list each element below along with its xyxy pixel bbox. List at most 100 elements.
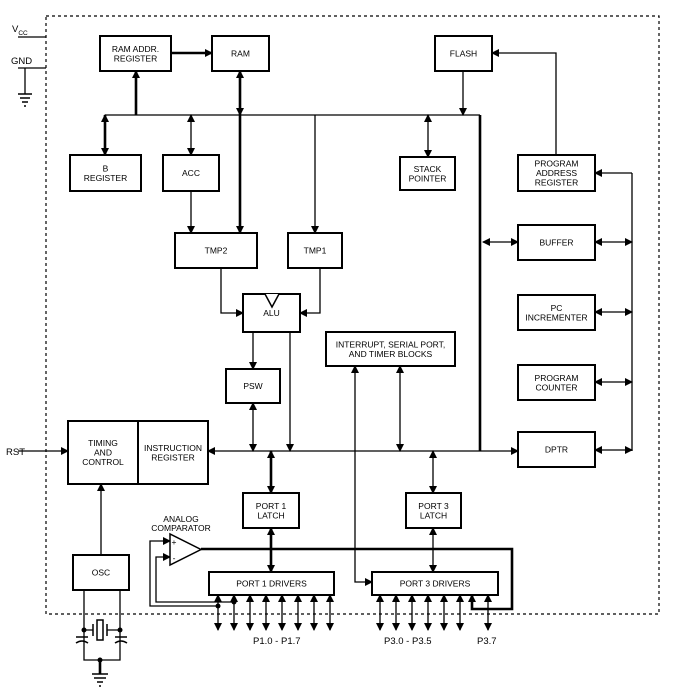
program-address-register-label: REGISTER: [535, 178, 578, 188]
port3-latch-label: PORT 3: [418, 501, 449, 511]
interrupt-serial-timer-box: [325, 331, 456, 367]
analog-comparator: + -: [169, 532, 203, 567]
ram-box: [211, 35, 270, 72]
interrupt-serial-timer-block: INTERRUPT, SERIAL PORT,AND TIMER BLOCKS: [325, 331, 456, 367]
b-register-label: B: [103, 163, 109, 173]
comparator-plus-wire: [149, 537, 218, 607]
pc-incrementer-label: INCREMENTER: [525, 312, 587, 322]
ram-block: RAM: [211, 35, 270, 72]
junction-dot: [117, 627, 123, 633]
port3-drivers-block: PORT 3 DRIVERS: [371, 571, 499, 596]
osc-label: OSC: [92, 568, 110, 578]
buffer-box: [517, 224, 596, 261]
timing-and-control-label: CONTROL: [82, 457, 124, 467]
crystal-icon: [92, 619, 108, 641]
alu-label: ALU: [263, 308, 280, 318]
alu-block: ALU: [242, 293, 301, 333]
tmp2-box: [174, 232, 258, 269]
comparator-label-line2: COMPARATOR: [151, 523, 211, 533]
flash-label: FLASH: [450, 49, 477, 59]
instruction-register-label: INSTRUCTION: [144, 443, 202, 453]
port1-latch-label: PORT 1: [256, 501, 287, 511]
comparator-minus: -: [173, 553, 176, 563]
p37-label: P3.7: [477, 636, 497, 647]
port3-latch-label: LATCH: [420, 510, 447, 520]
tmp2-block: TMP2: [174, 232, 258, 269]
port1-drivers-label: PORT 1 DRIVERS: [236, 579, 307, 589]
psw-box: [225, 368, 281, 404]
program-counter-box: [517, 364, 596, 401]
osc-box: [72, 554, 130, 591]
comparator-minus-wire: [155, 553, 234, 603]
par-to-flash: [491, 49, 557, 155]
ram-label: RAM: [231, 49, 250, 59]
acc-block: ACC: [162, 154, 220, 192]
acc-box: [162, 154, 220, 192]
junction-dot: [215, 603, 221, 609]
timing-and-control-label: AND: [94, 448, 112, 458]
crystal-ground-icon: [92, 673, 108, 687]
program-address-register-label: PROGRAM: [535, 159, 579, 169]
port3-latch-box: [405, 492, 462, 529]
pc-incrementer-label: PC: [551, 303, 563, 313]
interrupt-serial-timer-label: AND TIMER BLOCKS: [349, 349, 433, 359]
osc-block: OSC: [72, 554, 130, 591]
ram-addr-register-box: [99, 35, 172, 72]
acc-label: ACC: [182, 168, 200, 178]
dptr-block: DPTR: [517, 431, 596, 468]
instruction-register-box: [137, 420, 209, 485]
flash-box: [434, 35, 493, 72]
ram-addr-register-label: REGISTER: [114, 53, 157, 63]
program-address-register-label: ADDRESS: [536, 168, 577, 178]
comparator-plus: +: [172, 537, 177, 547]
timing-and-control-label: TIMING: [88, 438, 118, 448]
comparator-label-line1: ANALOG: [163, 514, 198, 524]
instruction-register-label: REGISTER: [151, 452, 194, 462]
comparator-output: [201, 547, 514, 611]
stack-pointer-label: POINTER: [409, 173, 447, 183]
tmp2-label: TMP2: [205, 246, 228, 256]
stack-pointer-label: STACK: [414, 164, 442, 174]
port3-pins-label: P3.0 - P3.5: [384, 636, 432, 647]
port1-latch-box: [242, 492, 300, 529]
psw-block: PSW: [225, 368, 281, 404]
program-counter-label: PROGRAM: [535, 373, 579, 383]
port1-drivers-box: [208, 571, 335, 596]
program-address-register-box: [517, 154, 596, 192]
port1-pins-label: P1.0 - P1.7: [253, 636, 301, 647]
tmp1-block: TMP1: [287, 232, 343, 269]
int-to-port3: [351, 365, 373, 586]
port3-drivers-label: PORT 3 DRIVERS: [400, 579, 471, 589]
gnd-label: GND: [11, 56, 32, 67]
port1-drivers-block: PORT 1 DRIVERS: [208, 571, 335, 596]
pc-incrementer-box: [517, 294, 596, 331]
b-register-box: [69, 154, 142, 192]
chip-boundary: [45, 15, 660, 615]
vcc-label: VCC: [12, 24, 28, 37]
junction-dot: [81, 627, 87, 633]
psw-label: PSW: [243, 381, 262, 391]
flash-block: FLASH: [434, 35, 493, 72]
port3-drivers-box: [371, 571, 499, 596]
comparator-triangle-icon: [169, 532, 203, 567]
buffer-label: BUFFER: [540, 238, 574, 248]
tmp1-box: [287, 232, 343, 269]
stack-pointer-box: [399, 156, 456, 191]
junction-dot: [97, 657, 103, 663]
tmp1-label: TMP1: [304, 246, 327, 256]
dptr-box: [517, 431, 596, 468]
buffer-block: BUFFER: [517, 224, 596, 261]
ground-icon: [18, 93, 32, 107]
dptr-label: DPTR: [545, 445, 568, 455]
tmp2-to-alu: [220, 268, 244, 317]
capacitor-right-icon: [114, 636, 128, 644]
b-register-label: REGISTER: [84, 173, 127, 183]
